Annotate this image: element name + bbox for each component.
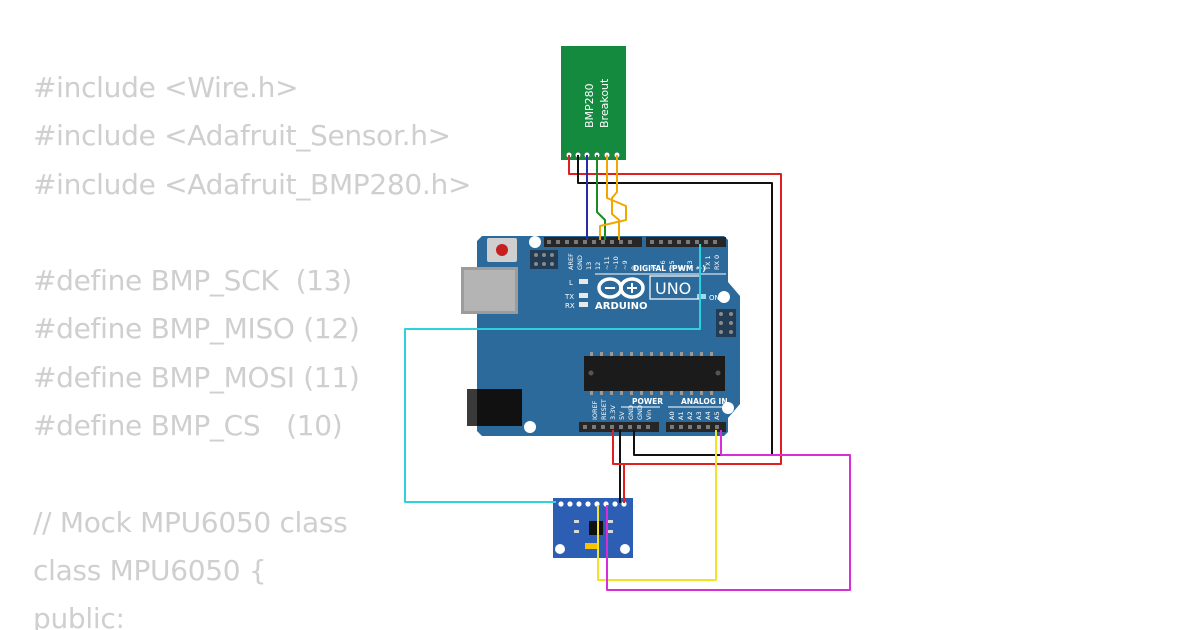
bmp280-label-line1: BMP280: [583, 83, 596, 128]
bmp280-label-line2: Breakout: [598, 78, 611, 128]
pin-label: GND: [627, 405, 635, 420]
wire-gnd-black: [577, 155, 773, 456]
pin-label: ~5: [668, 260, 676, 270]
code-line: #define BMP_MOSI (11): [33, 360, 360, 394]
pin-label: A5: [713, 411, 721, 420]
mpu6050-chip: [589, 521, 603, 535]
power-pin-labels: IOREF RESET 3.3V 5V GND GND Vin: [591, 399, 653, 420]
digital-header-label: DIGITAL (PWM ~): [633, 264, 706, 273]
pin-label: RESET: [600, 399, 608, 420]
digital-header-pins: [547, 240, 717, 244]
led-on-label: ON: [709, 294, 720, 302]
code-line: #include <Wire.h>: [33, 71, 299, 104]
pin-label: 3.3V: [609, 405, 617, 420]
pin-label: 12: [594, 262, 602, 270]
wire-vcc-red: [612, 430, 625, 503]
pin-label: TX 1: [704, 255, 712, 271]
usb-connector-inner: [464, 270, 515, 311]
code-line: #include <Adafruit_BMP280.h>: [33, 167, 472, 201]
bmp280-board: [561, 46, 626, 160]
pin-label: ~3: [686, 260, 694, 270]
digital-pin-labels: AREF GND 13 12 ~11 ~10 ~9 8 7 ~6 ~5 4 ~3…: [567, 253, 721, 271]
pin-label: ~9: [621, 260, 629, 270]
arduino-uno-board[interactable]: AREF GND 13 12 ~11 ~10 ~9 8 7 ~6 ~5 4 ~3…: [461, 236, 740, 436]
pin-label: RX 0: [713, 255, 721, 270]
pin-label: GND: [636, 405, 644, 420]
pin-label: 4: [677, 266, 685, 270]
wires: [404, 155, 851, 591]
reset-button-cap[interactable]: [496, 244, 508, 256]
mounting-hole: [718, 291, 730, 303]
wire-scl-magenta: [606, 430, 851, 591]
analog-pin-labels: A0 A1 A2 A3 A4 A5: [668, 411, 721, 420]
pin-label: A1: [677, 411, 685, 420]
wire-cs-orange: [611, 155, 620, 240]
pin-label: 13: [585, 262, 593, 270]
code-line: #define BMP_CS (10): [33, 409, 343, 443]
code-line: class MPU6050 {: [33, 553, 267, 587]
mounting-hole: [524, 421, 536, 433]
code-line: #define BMP_SCK (13): [33, 264, 352, 298]
code-line: public:: [33, 602, 125, 630]
pin-label: A0: [668, 411, 676, 420]
code-line: #define BMP_MISO (12): [33, 312, 360, 346]
pin-label: ~11: [603, 256, 611, 270]
led-on: [697, 294, 706, 299]
analog-header: [666, 422, 726, 432]
led-tx: [579, 293, 588, 298]
pin-label: A2: [686, 411, 694, 420]
code-line: // Mock MPU6050 class: [33, 505, 348, 539]
led-rx: [579, 302, 588, 307]
dc-power-jack-face: [467, 389, 477, 426]
led-l-label: L: [569, 279, 573, 287]
icsp-header-top: [530, 250, 558, 269]
pin-label: ~10: [612, 256, 620, 270]
power-header-label: POWER: [632, 397, 663, 406]
wire-sda-yellow: [597, 430, 717, 581]
led-rx-label: RX: [565, 302, 575, 310]
analog-header-label: ANALOG IN: [681, 397, 728, 406]
pin-label: A4: [704, 411, 712, 420]
mounting-hole: [529, 236, 541, 248]
atmega-chip: [584, 356, 725, 391]
pin-label: IOREF: [591, 400, 599, 420]
wire-sdi-green: [596, 155, 606, 240]
code-line: #include <Adafruit_Sensor.h>: [33, 119, 451, 153]
led-l: [579, 279, 588, 284]
pin-label: ~6: [659, 260, 667, 270]
pin-label: AREF: [567, 253, 575, 270]
arduino-model: UNO: [655, 279, 691, 298]
pin-label: GND: [576, 255, 584, 270]
arduino-logo-icon: [597, 277, 645, 299]
bmp280-breakout-module[interactable]: BMP280 Breakout: [561, 46, 626, 160]
pin-label: Vin: [645, 410, 653, 420]
pin-label: 7: [650, 266, 658, 270]
mpu6050-module[interactable]: [553, 498, 633, 558]
wire-int-cyan: [404, 244, 701, 503]
mounting-hole: [555, 544, 565, 554]
pin-label: 8: [630, 266, 638, 270]
led-tx-label: TX: [564, 293, 574, 301]
wire-sdo-orange: [599, 155, 627, 240]
mpu6050-capacitor: [585, 543, 597, 549]
arduino-brand: ARDUINO: [595, 301, 647, 312]
pin-label: 5V: [618, 411, 626, 420]
mpu6050-pins: [558, 501, 627, 507]
code-panel: #include <Wire.h> #include <Adafruit_Sen…: [33, 66, 553, 630]
mounting-hole: [722, 402, 734, 414]
mounting-hole: [620, 544, 630, 554]
pin-label: A3: [695, 411, 703, 420]
